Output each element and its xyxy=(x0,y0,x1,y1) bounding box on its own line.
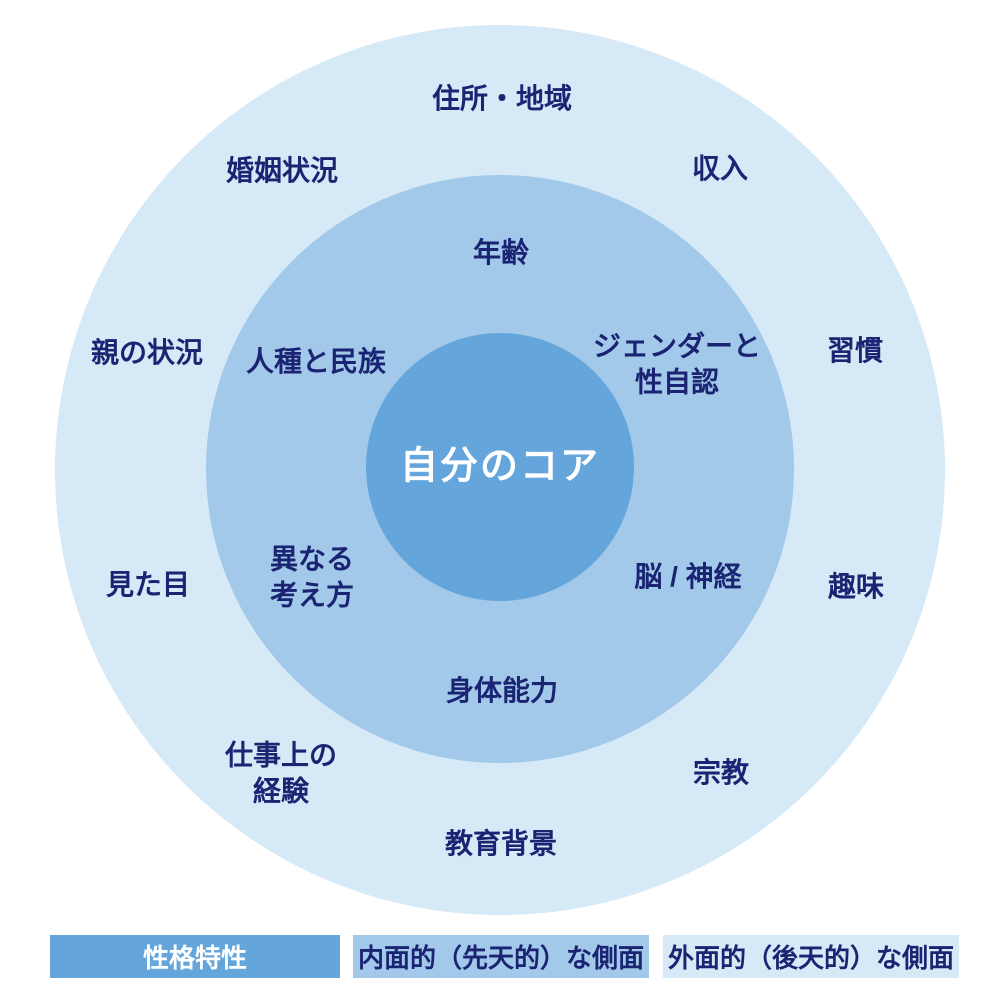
label-age: 年齢 xyxy=(472,236,530,268)
label-habits: 習慣 xyxy=(826,334,884,366)
label-hobbies: 趣味 xyxy=(827,570,885,602)
legend: 性格特性 内面的（先天的）な側面 外面的（後天的）な側面 xyxy=(0,935,1000,978)
legend-internal-label: 内面的（先天的）な側面 xyxy=(357,943,644,973)
label-marital-status: 婚姻状況 xyxy=(225,154,339,186)
label-work-experience: 仕事上の 経験 xyxy=(224,739,338,807)
label-gender-identity: ジェンダーと 性自認 xyxy=(592,330,762,398)
core-label: 自分のコア xyxy=(399,445,601,488)
label-religion: 宗教 xyxy=(692,756,750,788)
label-different-thinking: 異なる 考え方 xyxy=(269,543,355,611)
label-parents-situation: 親の状況 xyxy=(90,336,204,368)
label-race-ethnicity: 人種と民族 xyxy=(245,345,387,377)
label-education-background: 教育背景 xyxy=(444,827,558,859)
label-physical-ability: 身体能力 xyxy=(445,674,559,706)
label-income: 収入 xyxy=(691,152,749,184)
label-brain-nerves: 脳 / 神経 xyxy=(634,560,742,592)
label-appearance: 見た目 xyxy=(105,568,191,600)
legend-personality-label: 性格特性 xyxy=(142,943,247,973)
legend-internal-aspects: 内面的（先天的）な側面 xyxy=(353,935,649,978)
core-circle xyxy=(366,333,634,601)
label-address-region: 住所・地域 xyxy=(431,82,573,114)
legend-external-label: 外面的（後天的）な側面 xyxy=(667,943,954,973)
legend-personality-traits: 性格特性 xyxy=(50,935,340,978)
legend-external-aspects: 外面的（後天的）な側面 xyxy=(663,935,959,978)
